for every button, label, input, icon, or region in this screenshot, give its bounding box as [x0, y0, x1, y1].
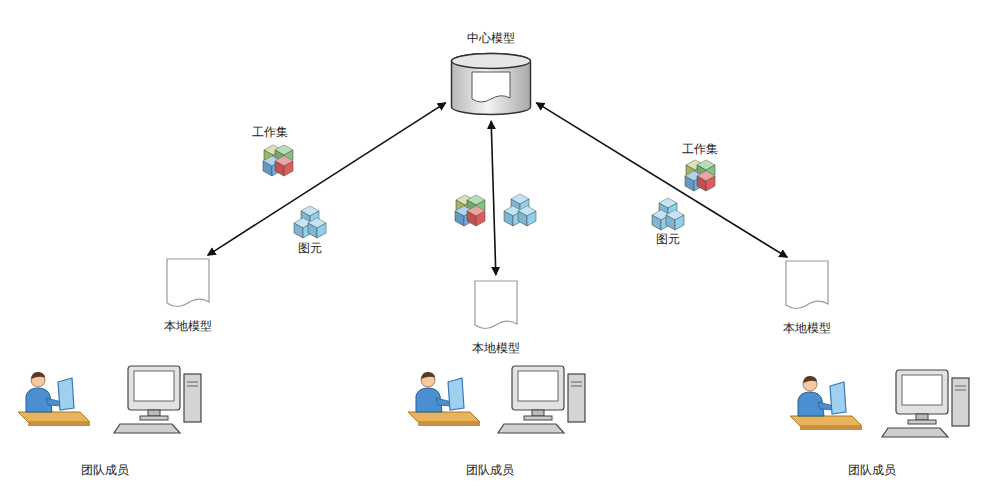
computer-figure	[882, 370, 969, 437]
node-label: 本地模型	[783, 320, 831, 336]
sync-arrow	[536, 103, 787, 258]
sync-arrow	[491, 121, 496, 275]
node-label: 中心模型	[467, 30, 515, 46]
computer-figure	[498, 366, 585, 433]
workset-icon	[455, 195, 485, 226]
workset-icon	[263, 145, 293, 176]
flow-label: 图元	[656, 231, 680, 247]
database-cylinder	[450, 52, 532, 116]
local-model: 本地模型	[164, 258, 212, 334]
flow-label: 图元	[298, 240, 322, 256]
flow-label: 工作集	[252, 124, 288, 140]
document-shape	[785, 260, 829, 312]
local-model: 本地模型	[472, 280, 520, 356]
team-member-label: 团队成员	[81, 462, 129, 478]
node-label: 本地模型	[472, 340, 520, 356]
element-icon	[652, 198, 684, 230]
central-model: 中心模型	[450, 30, 532, 116]
element-icon	[294, 206, 326, 238]
team-member-figure	[790, 376, 862, 430]
document-shape	[474, 280, 518, 332]
team-member-label: 团队成员	[848, 462, 896, 478]
team-member-label: 团队成员	[466, 462, 514, 478]
team-member-figure	[408, 372, 480, 426]
node-label: 本地模型	[164, 318, 212, 334]
element-icon	[504, 194, 536, 226]
workset-icon	[685, 160, 715, 191]
flow-label: 工作集	[682, 141, 718, 157]
team-member-figure	[18, 372, 90, 426]
sync-arrow	[208, 103, 446, 256]
computer-figure	[114, 366, 201, 433]
document-shape	[166, 258, 210, 310]
local-model: 本地模型	[783, 260, 831, 336]
